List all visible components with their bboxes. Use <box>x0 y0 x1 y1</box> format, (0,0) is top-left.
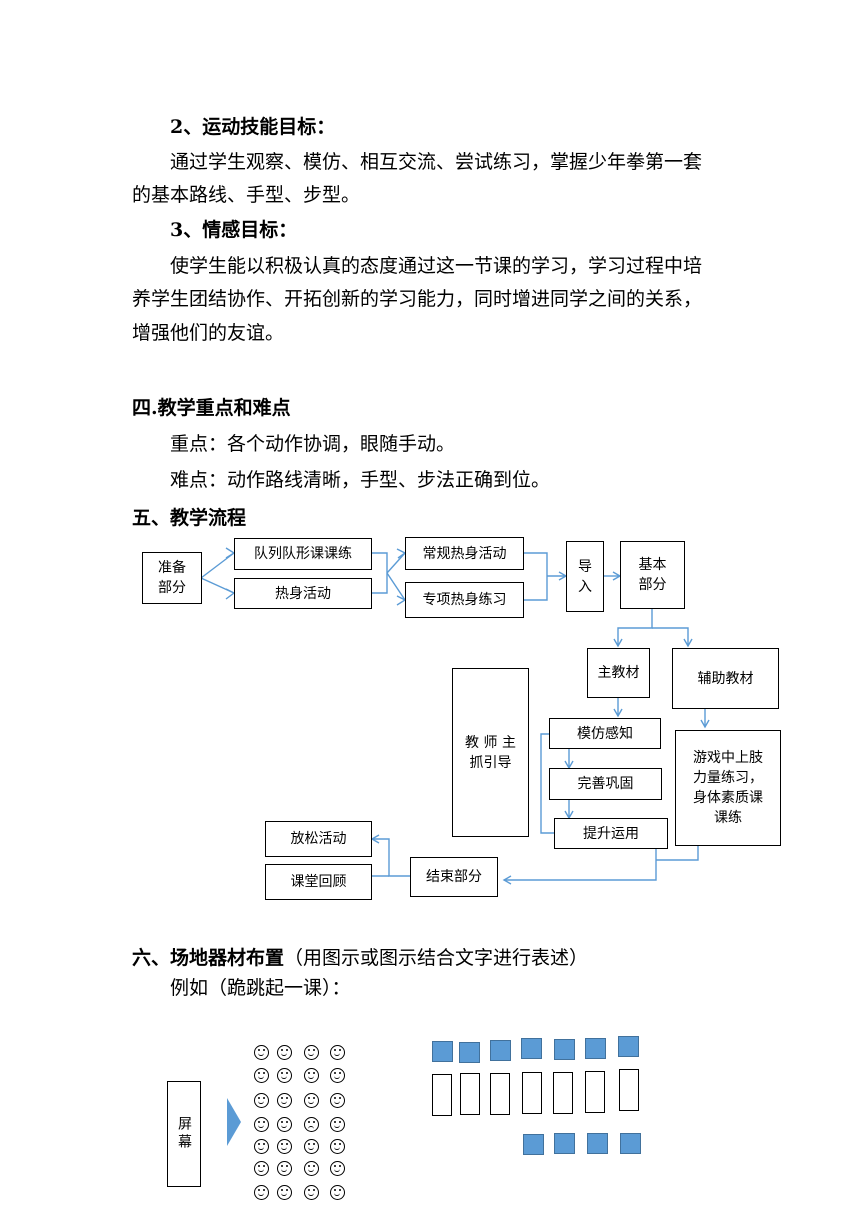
venue-heading-note: （用图示或图示结合文字进行表述） <box>284 947 589 969</box>
venue-heading-text: 六、场地器材布置 <box>132 947 285 969</box>
flow-teacher-box: 教 师 主 抓引导 <box>452 668 529 837</box>
student-smiley-icon <box>330 1045 345 1060</box>
flow-aux-material-box: 辅助教材 <box>672 648 779 709</box>
venue-heading: 六、场地器材布置（用图示或图示结合文字进行表述） <box>132 946 588 970</box>
student-smiley-icon <box>254 1161 269 1176</box>
flow-warmup-box: 热身活动 <box>234 578 372 609</box>
student-smiley-icon <box>330 1139 345 1154</box>
motor-goal-line-1: 通过学生观察、模仿、相互交流、尝试练习，掌握少年拳第一套 <box>170 151 703 173</box>
student-smiley-icon <box>304 1045 319 1060</box>
flow-main-material-box: 主教材 <box>587 648 650 698</box>
mat-rectangle <box>460 1073 480 1115</box>
marker-square <box>554 1039 575 1060</box>
flow-basic-box: 基本 部分 <box>620 541 685 609</box>
flow-review-box: 课堂回顾 <box>265 864 372 900</box>
student-smiley-icon <box>277 1045 292 1060</box>
student-smiley-icon <box>277 1093 292 1108</box>
student-smiley-icon <box>254 1185 269 1200</box>
marker-square <box>554 1133 575 1154</box>
difficulty-text: 难点：动作路线清晰，手型、步法正确到位。 <box>170 469 551 491</box>
student-smiley-icon <box>330 1068 345 1083</box>
flow-routine-warmup-box: 常规热身活动 <box>405 537 524 570</box>
mat-rectangle <box>432 1074 452 1116</box>
flow-relax-box: 放松活动 <box>265 821 372 857</box>
flow-intro-box: 导 入 <box>566 541 604 612</box>
student-smiley-icon <box>304 1068 319 1083</box>
flow-heading: 五、教学流程 <box>132 507 247 529</box>
student-smiley-icon <box>277 1068 292 1083</box>
student-smiley-icon <box>277 1139 292 1154</box>
student-smiley-icon <box>330 1161 345 1176</box>
student-smiley-icon <box>277 1185 292 1200</box>
student-smiley-icon <box>304 1117 319 1132</box>
marker-square <box>459 1042 480 1063</box>
student-smiley-icon <box>277 1117 292 1132</box>
marker-square <box>521 1038 542 1059</box>
flow-imitate-box: 模仿感知 <box>549 718 661 749</box>
mat-rectangle <box>553 1072 573 1114</box>
flow-aux-game-box: 游戏中上肢 力量练习， 身体素质课 课练 <box>675 730 781 846</box>
student-smiley-icon <box>254 1117 269 1132</box>
marker-square <box>523 1134 544 1155</box>
marker-square <box>618 1036 639 1057</box>
screen-arrow <box>227 1098 241 1146</box>
flow-apply-box: 提升运用 <box>554 818 668 849</box>
student-smiley-icon <box>304 1093 319 1108</box>
mat-rectangle <box>585 1071 605 1113</box>
marker-square <box>432 1041 453 1062</box>
student-smiley-icon <box>330 1117 345 1132</box>
student-smiley-icon <box>254 1045 269 1060</box>
flow-prep-box: 准备 部分 <box>142 552 202 604</box>
affective-goal-line-1: 使学生能以积极认真的态度通过这一节课的学习，学习过程中培 <box>170 255 703 277</box>
marker-square <box>585 1038 606 1059</box>
marker-square <box>587 1133 608 1154</box>
affective-goal-heading: 3、情感目标： <box>170 219 298 241</box>
student-smiley-icon <box>254 1093 269 1108</box>
marker-square <box>620 1133 641 1154</box>
flow-special-warmup-box: 专项热身练习 <box>405 582 524 618</box>
flow-perfect-box: 完善巩固 <box>549 768 662 800</box>
affective-goal-line-2: 养学生团结协作、开拓创新的学习能力，同时增进同学之间的关系， <box>132 288 703 310</box>
key-point-text: 重点：各个动作协调，眼随手动。 <box>170 433 456 455</box>
venue-example: 例如（跪跳起一课）： <box>170 977 351 999</box>
student-smiley-icon <box>304 1139 319 1154</box>
marker-square <box>490 1040 511 1061</box>
student-smiley-icon <box>330 1093 345 1108</box>
student-smiley-icon <box>330 1185 345 1200</box>
affective-goal-line-3: 增强他们的友谊。 <box>132 322 285 344</box>
student-smiley-icon <box>254 1068 269 1083</box>
flow-queue-box: 队列队形课课练 <box>234 538 372 570</box>
screen-box: 屏幕 <box>167 1081 201 1187</box>
flow-end-box: 结束部分 <box>410 857 498 897</box>
mat-rectangle <box>619 1069 639 1111</box>
motor-goal-heading: 2、运动技能目标： <box>170 116 336 138</box>
motor-goal-line-2: 的基本路线、手型、步型。 <box>132 184 361 206</box>
key-points-heading: 四.教学重点和难点 <box>132 397 291 419</box>
mat-rectangle <box>522 1072 542 1114</box>
student-smiley-icon <box>304 1185 319 1200</box>
student-smiley-icon <box>304 1161 319 1176</box>
mat-rectangle <box>490 1073 510 1115</box>
student-smiley-icon <box>254 1139 269 1154</box>
student-smiley-icon <box>277 1161 292 1176</box>
